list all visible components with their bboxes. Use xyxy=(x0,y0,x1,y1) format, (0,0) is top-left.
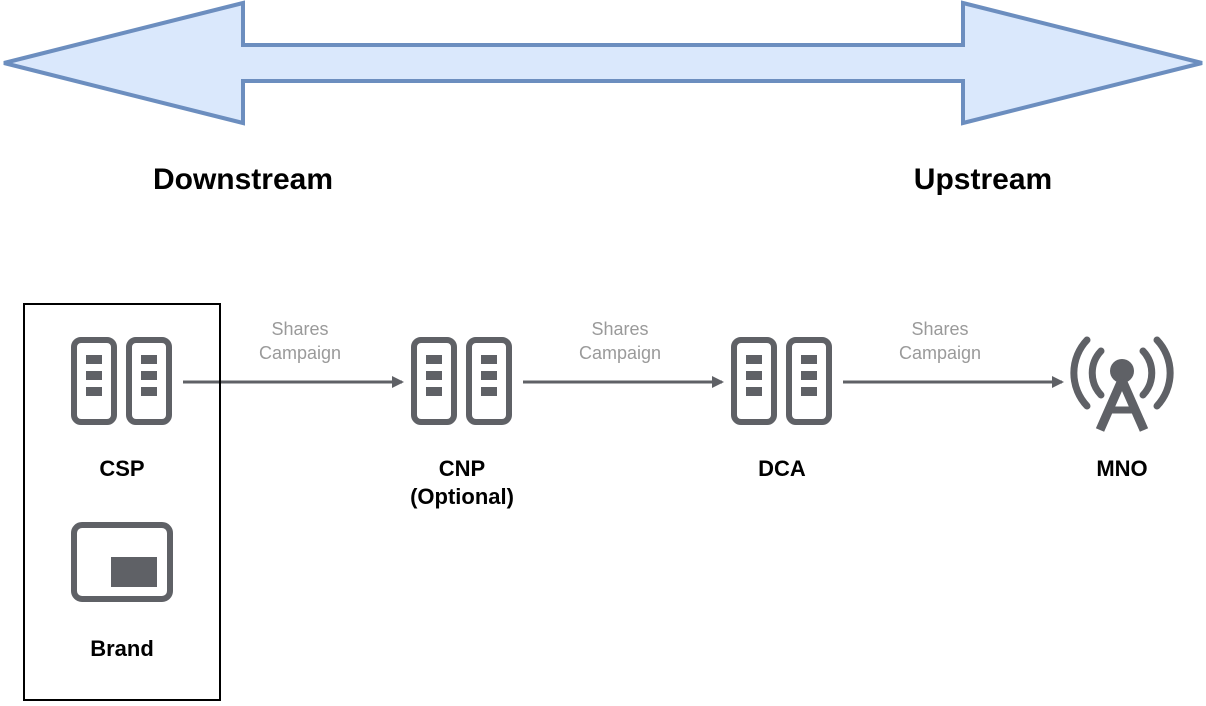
dca-label: DCA xyxy=(758,456,806,481)
edge-label-line2: Campaign xyxy=(258,343,342,363)
direction-double-arrow xyxy=(3,0,1203,126)
downstream-label: Downstream xyxy=(152,163,334,196)
cnp-label-line2: (Optional) xyxy=(410,484,514,509)
edge-label-line1: Shares xyxy=(591,319,649,339)
csp-label: CSP xyxy=(99,456,145,481)
edge-label-line1: Shares xyxy=(271,319,329,339)
edge-label-cnp-dca: Shares Campaign xyxy=(550,317,690,365)
cnp-label: CNP (Optional) xyxy=(382,455,542,511)
edge-label-line1: Shares xyxy=(911,319,969,339)
upstream-label: Upstream xyxy=(913,163,1053,196)
dca-server-icon xyxy=(734,340,829,422)
mno-label: MNO xyxy=(1096,456,1148,481)
csp-brand-group-box xyxy=(23,303,221,701)
mno-antenna-icon xyxy=(1070,336,1174,432)
edge-label-csp-cnp: Shares Campaign xyxy=(230,317,370,365)
cnp-label-line1: CNP xyxy=(438,456,486,481)
edge-label-line2: Campaign xyxy=(578,343,662,363)
brand-label: Brand xyxy=(90,636,154,661)
brand-window-icon xyxy=(71,522,173,602)
edge-label-line2: Campaign xyxy=(898,343,982,363)
edge-label-dca-mno: Shares Campaign xyxy=(870,317,1010,365)
cnp-server-icon xyxy=(414,340,509,422)
